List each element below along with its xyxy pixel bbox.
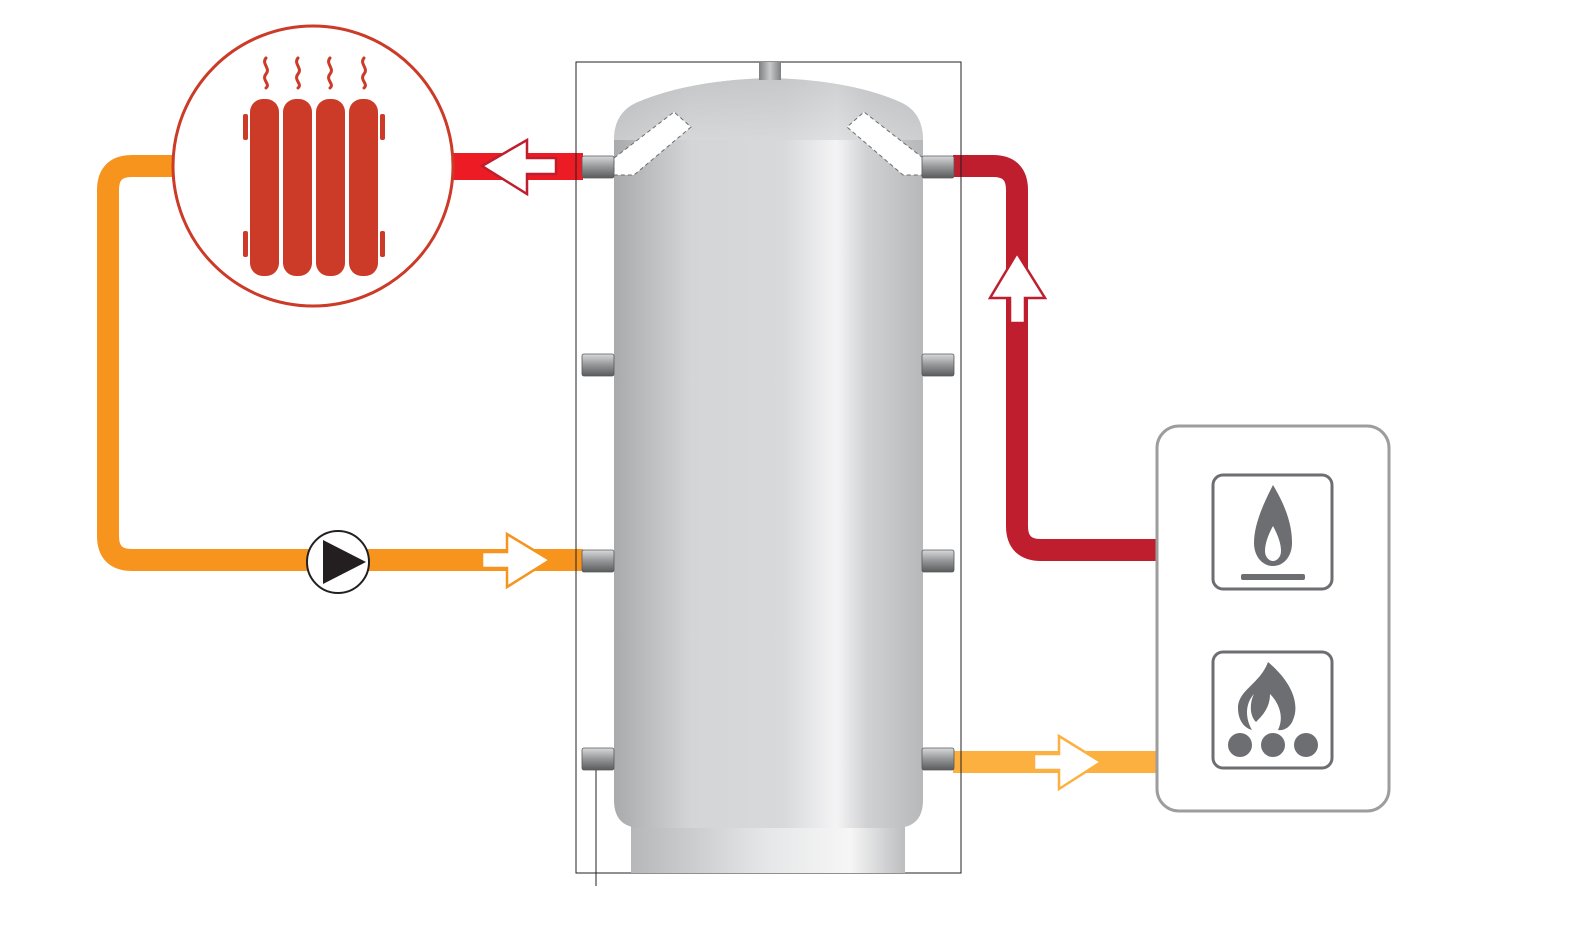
heat-waves-icon (263, 56, 367, 90)
radiator-icon (243, 99, 385, 276)
tank-port-right-middle (921, 549, 955, 573)
gas-flame-icon (1211, 473, 1334, 591)
tank-port-left-bottom (581, 747, 615, 771)
boiler (1155, 424, 1391, 813)
tank-port-left-middle (581, 549, 615, 573)
pipe-radiator-return (97, 155, 583, 571)
tank-port-left-upper (581, 353, 615, 377)
flow-arrow-radiator-return (480, 531, 553, 590)
tank-inner-tube-right (846, 111, 924, 176)
tank-port-right-bottom (921, 747, 955, 771)
tank-inner-tube-left (613, 111, 692, 176)
flow-arrow-boiler-supply (987, 250, 1048, 325)
pump-icon (306, 530, 370, 594)
radiator (171, 24, 455, 308)
wood-fire-icon (1211, 650, 1334, 770)
flow-arrow-boiler-return (1032, 733, 1104, 792)
tank-port-right-upper (921, 353, 955, 377)
radiator-circle (171, 24, 455, 308)
pipe-boiler-supply (953, 155, 1157, 561)
flow-arrow-radiator-supply (479, 137, 558, 197)
tank-port-right-top (921, 155, 955, 179)
tank-top-connection (759, 62, 781, 80)
tank-connections (581, 155, 955, 771)
tank-body (614, 78, 923, 828)
tank-port-left-top (581, 155, 615, 179)
buffer-tank (575, 61, 962, 886)
